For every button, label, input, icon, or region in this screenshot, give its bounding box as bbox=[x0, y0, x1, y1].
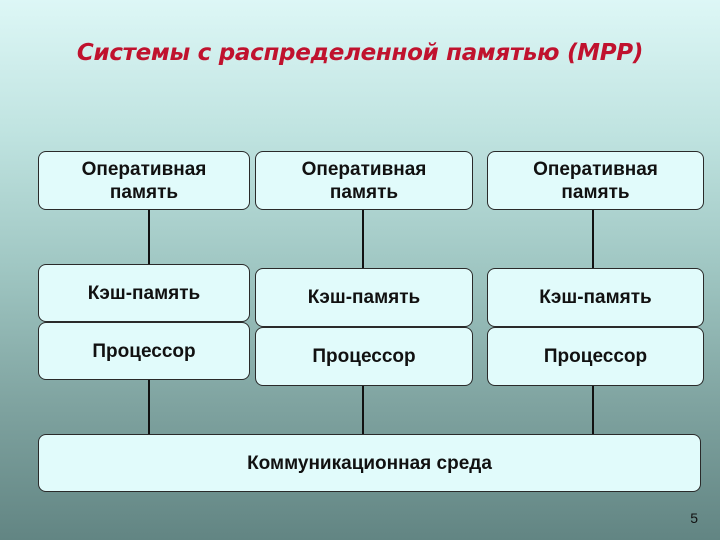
memory-label: Оперативная память bbox=[301, 158, 427, 203]
page-number: 5 bbox=[690, 510, 698, 526]
connector-line bbox=[148, 380, 150, 434]
processor-box: Процессор bbox=[487, 327, 704, 386]
processor-box: Процессор bbox=[255, 327, 473, 386]
slide-title: Системы с распределенной памятью (MPP) bbox=[76, 40, 644, 66]
cache-label: Кэш-память bbox=[539, 287, 652, 308]
connector-line bbox=[362, 386, 364, 442]
memory-label: Оперативная память bbox=[81, 158, 207, 203]
cache-label: Кэш-память bbox=[307, 287, 421, 308]
processor-box: Процессор bbox=[38, 322, 250, 380]
cache-box: Кэш-память bbox=[255, 268, 473, 327]
memory-label: Оперативная память bbox=[533, 158, 658, 203]
network-box: Коммуникационная среда bbox=[38, 434, 701, 492]
cache-box: Кэш-память bbox=[38, 264, 250, 322]
processor-label: Процессор bbox=[92, 340, 196, 362]
memory-box: Оперативная память bbox=[38, 151, 250, 210]
network-label: Коммуникационная среда bbox=[247, 452, 492, 474]
connector-line bbox=[148, 210, 150, 264]
connector-line bbox=[592, 386, 594, 442]
cache-label: Кэш-память bbox=[87, 282, 201, 304]
memory-box: Оперативная память bbox=[255, 151, 473, 210]
connector-line bbox=[362, 210, 364, 268]
connector-line bbox=[592, 210, 594, 268]
memory-box: Оперативная память bbox=[487, 151, 704, 210]
processor-label: Процессор bbox=[543, 346, 648, 367]
processor-label: Процессор bbox=[312, 346, 416, 367]
cache-box: Кэш-память bbox=[487, 268, 704, 327]
